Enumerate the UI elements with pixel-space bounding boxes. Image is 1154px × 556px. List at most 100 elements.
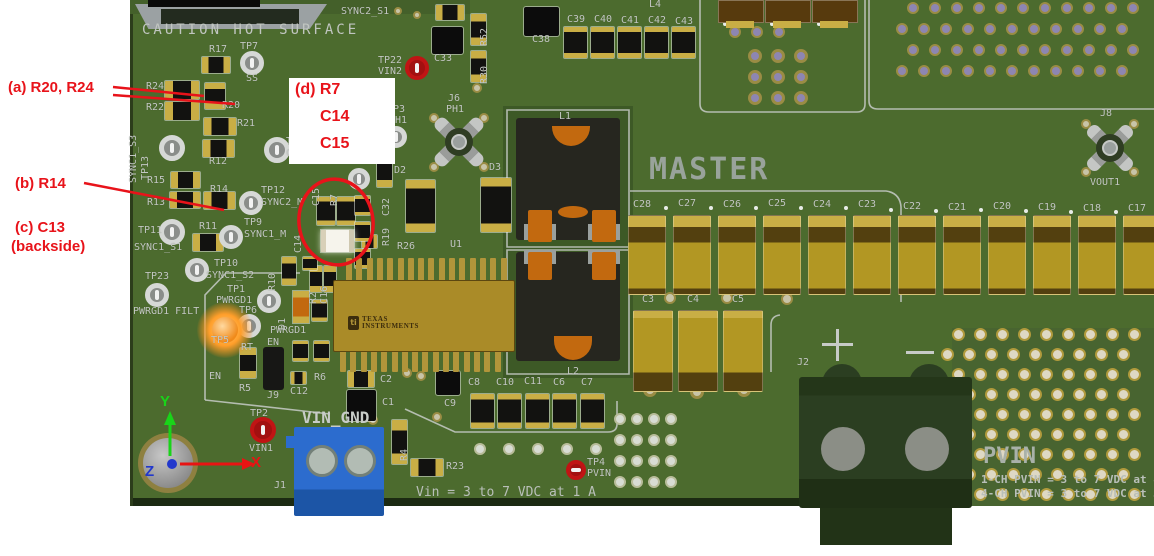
capacitor: [435, 370, 461, 396]
via: [479, 113, 489, 123]
via: [1083, 2, 1095, 14]
silkscreen-label-c16: C16: [319, 285, 330, 304]
silkscreen-label-c21: C21: [948, 202, 967, 213]
capacitor-white: [320, 229, 355, 253]
bulk-capacitor: [1123, 215, 1154, 295]
via: [995, 407, 1009, 421]
resistor: [281, 256, 297, 286]
via: [413, 11, 421, 19]
terminal-hole: [821, 427, 865, 471]
via: [1116, 467, 1130, 481]
resistor: [202, 139, 235, 158]
bulk-capacitor: [723, 310, 763, 392]
via: [1072, 467, 1086, 481]
silkscreen-label-c15: C15: [311, 187, 322, 206]
via: [1039, 447, 1053, 461]
silkscreen-label-tp13: TP13: [140, 155, 151, 180]
capacitor: [617, 26, 642, 59]
resistor: [203, 117, 237, 136]
silkscreen-label-vin2: VIN2: [378, 66, 403, 77]
bulk-capacitor-top: [718, 0, 764, 23]
chip-pin: [443, 349, 449, 372]
callout-a-text: (a) R20, R24: [8, 79, 94, 96]
silkscreen-label-rt: RT: [241, 342, 254, 353]
silkscreen-label-c6: C6: [553, 377, 566, 388]
inductor-winding: [558, 206, 588, 218]
test-point-slot: [357, 174, 361, 184]
terminal-hole: [905, 427, 949, 471]
silkscreen-label-c10: C10: [496, 377, 515, 388]
test-point: [159, 219, 185, 245]
pvin-title-text: PVIN: [983, 444, 1036, 469]
callout-d-text-line3: C15: [320, 135, 350, 152]
silkscreen-label-d3: D3: [489, 162, 502, 173]
via: [973, 44, 985, 56]
resistor: [391, 419, 408, 465]
silkscreen-label-sync1-s2: SYNC1_S2: [206, 270, 255, 281]
silkscreen-label-j2: J2: [797, 357, 810, 368]
via: [1028, 387, 1042, 401]
via: [1081, 167, 1091, 177]
via: [631, 476, 643, 488]
silkscreen-label-tp5: TP5: [211, 335, 230, 346]
silkscreen-label-c28: C28: [633, 199, 652, 210]
via: [1050, 347, 1064, 361]
via: [1061, 447, 1075, 461]
silkscreen-label-l1: L1: [559, 111, 572, 122]
via: [973, 367, 987, 381]
via: [1039, 487, 1053, 501]
silkscreen-label-c3: C3: [642, 294, 655, 305]
via: [1105, 367, 1119, 381]
via: [1039, 2, 1051, 14]
via: [907, 2, 919, 14]
chip-pin: [494, 349, 501, 372]
terminal-hole: [306, 445, 338, 477]
silkscreen-label-c24: C24: [813, 199, 832, 210]
terminal-hole: [344, 445, 376, 477]
test-point-slot: [275, 145, 279, 155]
silkscreen-label-r6: R6: [314, 372, 327, 383]
via: [995, 367, 1009, 381]
via: [1028, 23, 1040, 35]
via: [1127, 487, 1141, 501]
via: [1127, 447, 1141, 461]
via: [973, 487, 987, 501]
callout-d-text-line1: (d) R7: [295, 81, 341, 98]
axis-z-label: Z: [145, 463, 155, 480]
callout-b-text: (b) R14: [15, 175, 66, 192]
silkscreen-label-ss: SS: [246, 73, 259, 84]
via: [1006, 23, 1018, 35]
silkscreen-label-c11: C11: [524, 376, 543, 387]
callout-d-text-line2: C14: [320, 108, 350, 125]
via: [1017, 487, 1031, 501]
via: [614, 434, 626, 446]
via: [1127, 44, 1139, 56]
silkscreen-label-c26: C26: [723, 199, 742, 210]
chip-pin: [346, 258, 352, 281]
via: [1127, 407, 1141, 421]
via: [1116, 387, 1130, 401]
via: [1129, 167, 1139, 177]
via: [1072, 65, 1084, 77]
via: [1083, 407, 1097, 421]
silkscreen-label-c5: C5: [732, 294, 745, 305]
chip-pin: [387, 258, 394, 281]
via: [1061, 2, 1073, 14]
via: [1094, 467, 1108, 481]
via: [995, 44, 1007, 56]
via: [648, 413, 660, 425]
via: [1028, 467, 1042, 481]
chip-pin: [391, 349, 398, 372]
bulk-capacitor: [988, 215, 1026, 295]
silkscreen-label-r17: R17: [209, 44, 228, 55]
capacitor: [552, 393, 577, 429]
silkscreen-label-tp12: TP12: [261, 185, 286, 196]
via: [472, 83, 482, 93]
via: [665, 455, 677, 467]
silkscreen-label-r23: R23: [446, 461, 465, 472]
chip-pin: [438, 258, 445, 281]
via: [1050, 23, 1062, 35]
silkscreen-label-pwrgd1-filt: PWRGD1 FILT: [133, 306, 200, 317]
via: [1127, 2, 1139, 14]
